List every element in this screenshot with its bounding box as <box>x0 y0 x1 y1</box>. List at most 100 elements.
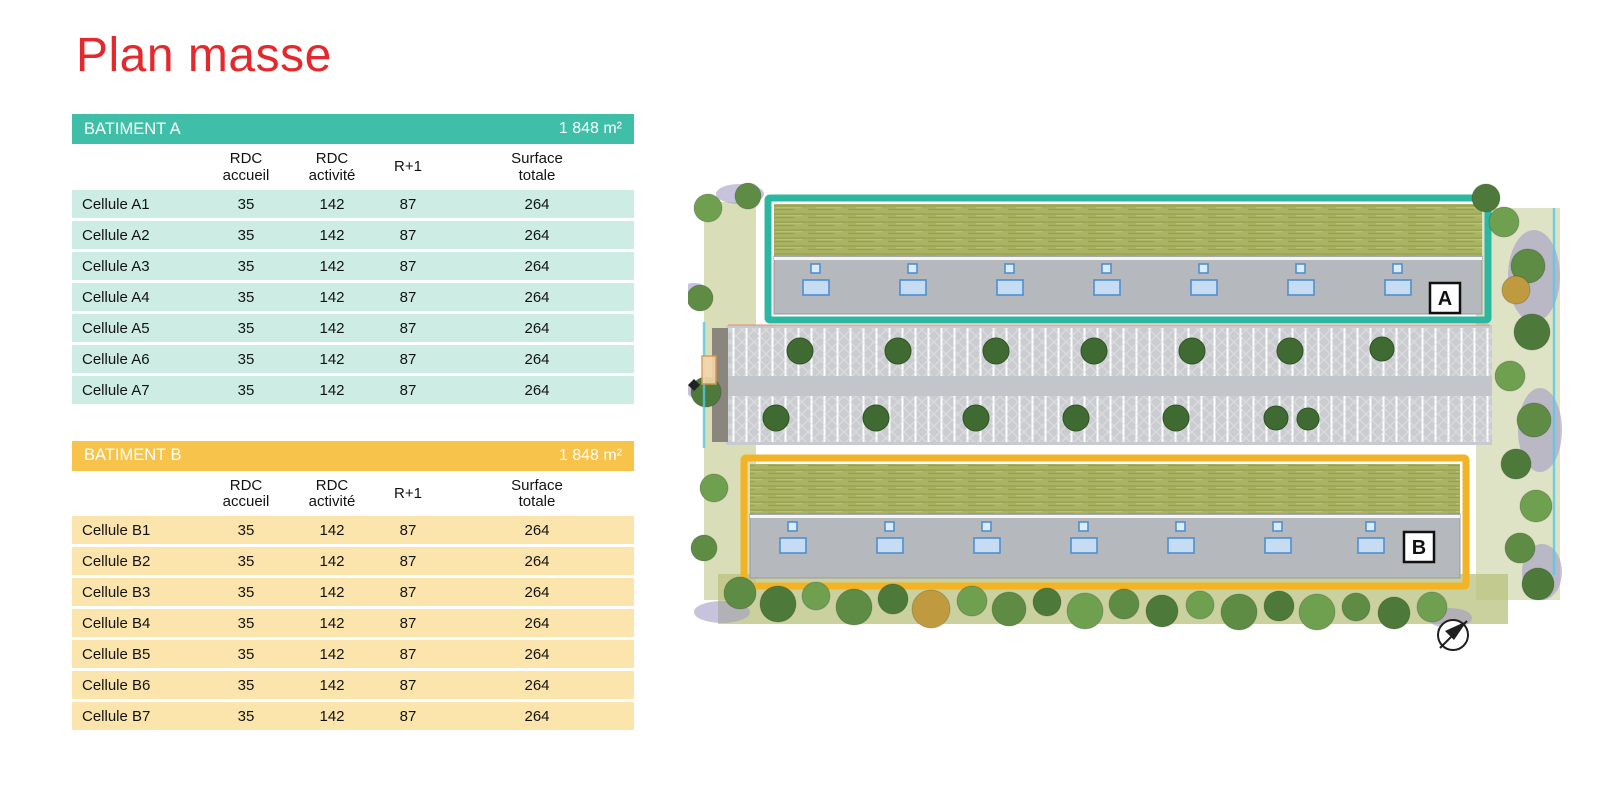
svg-text:A: A <box>1438 288 1452 310</box>
cell-name: Cellule B5 <box>72 638 204 670</box>
column-header: RDC accueil <box>204 144 288 190</box>
boundary-diamond-marker <box>688 379 700 391</box>
building-b-outline <box>740 454 1470 590</box>
cell-value: 35 <box>204 607 288 639</box>
cell-value: 142 <box>288 669 376 701</box>
batiment-a-title: BATIMENT A <box>84 119 181 138</box>
cell-value: 35 <box>204 189 288 220</box>
cell-value: 87 <box>376 607 440 639</box>
cell-value: 87 <box>376 576 440 608</box>
cell-value: 142 <box>288 607 376 639</box>
cell-value: 142 <box>288 374 376 406</box>
cell-value: 142 <box>288 189 376 220</box>
cell-name: Cellule B6 <box>72 669 204 701</box>
cell-name: Cellule B3 <box>72 576 204 608</box>
batiment-b-title: BATIMENT B <box>84 446 182 465</box>
cell-value: 142 <box>288 281 376 313</box>
cell-value: 264 <box>440 281 634 313</box>
boundary-marks <box>688 208 1556 575</box>
cell-name: Cellule A5 <box>72 312 204 344</box>
cell-value: 35 <box>204 700 288 732</box>
column-header: RDC accueil <box>204 470 288 517</box>
cell-name: Cellule B4 <box>72 607 204 639</box>
cell-value: 264 <box>440 700 634 732</box>
building-b-label: B <box>1402 530 1436 564</box>
cell-value: 142 <box>288 219 376 251</box>
cell-value: 264 <box>440 219 634 251</box>
cell-name: Cellule B7 <box>72 700 204 732</box>
batiment-a-header-bar: BATIMENT A 1 848 m² <box>72 114 634 144</box>
cell-value: 264 <box>440 638 634 670</box>
cell-value: 87 <box>376 374 440 406</box>
cell-value: 35 <box>204 312 288 344</box>
parking-area <box>712 324 1492 445</box>
batiment-a-area: 1 848 m² <box>558 120 622 137</box>
building-a-label: A <box>1428 281 1462 315</box>
column-header: Surface totale <box>440 144 634 190</box>
svg-text:B: B <box>1412 537 1426 559</box>
cell-value: 264 <box>440 516 634 546</box>
cell-value: 87 <box>376 312 440 344</box>
cell-value: 35 <box>204 250 288 282</box>
column-header: R+1 <box>376 470 440 517</box>
column-header: R+1 <box>376 144 440 190</box>
column-header: RDC activité <box>288 470 376 517</box>
cell-value: 35 <box>204 343 288 375</box>
cell-value: 35 <box>204 374 288 406</box>
cell-value: 87 <box>376 250 440 282</box>
cell-value: 35 <box>204 669 288 701</box>
cell-value: 35 <box>204 219 288 251</box>
batiment-b-header-bar: BATIMENT B 1 848 m² <box>72 440 634 471</box>
column-header <box>72 470 204 517</box>
cell-value: 142 <box>288 516 376 546</box>
cell-value: 142 <box>288 545 376 577</box>
cell-value: 142 <box>288 700 376 732</box>
batiment-b-area: 1 848 m² <box>558 446 622 464</box>
site-plan-drawing: A B <box>680 182 1562 651</box>
cell-value: 87 <box>376 343 440 375</box>
column-header <box>72 144 204 190</box>
cell-value: 35 <box>204 638 288 670</box>
compass-icon <box>1437 619 1469 651</box>
cell-value: 87 <box>376 189 440 220</box>
cell-value: 264 <box>440 343 634 375</box>
cell-value: 264 <box>440 607 634 639</box>
cell-value: 142 <box>288 576 376 608</box>
cell-value: 87 <box>376 516 440 546</box>
cell-value: 35 <box>204 545 288 577</box>
cell-value: 87 <box>376 700 440 732</box>
cell-value: 87 <box>376 669 440 701</box>
page-title: Plan masse <box>76 29 332 82</box>
cell-value: 87 <box>376 545 440 577</box>
perimeter-trees <box>686 182 1555 631</box>
site-plan: A B <box>680 180 1568 670</box>
cell-value: 87 <box>376 638 440 670</box>
cell-name: Cellule A4 <box>72 281 204 313</box>
parking-trees <box>762 336 1395 432</box>
cell-value: 35 <box>204 576 288 608</box>
cell-name: Cellule A3 <box>72 250 204 282</box>
cell-value: 35 <box>204 516 288 546</box>
cell-name: Cellule B2 <box>72 545 204 577</box>
cell-name: Cellule A6 <box>72 343 204 375</box>
cell-name: Cellule A2 <box>72 219 204 251</box>
cell-value: 264 <box>440 669 634 701</box>
building-a-outline <box>764 194 1492 324</box>
cell-name: Cellule A1 <box>72 189 204 220</box>
